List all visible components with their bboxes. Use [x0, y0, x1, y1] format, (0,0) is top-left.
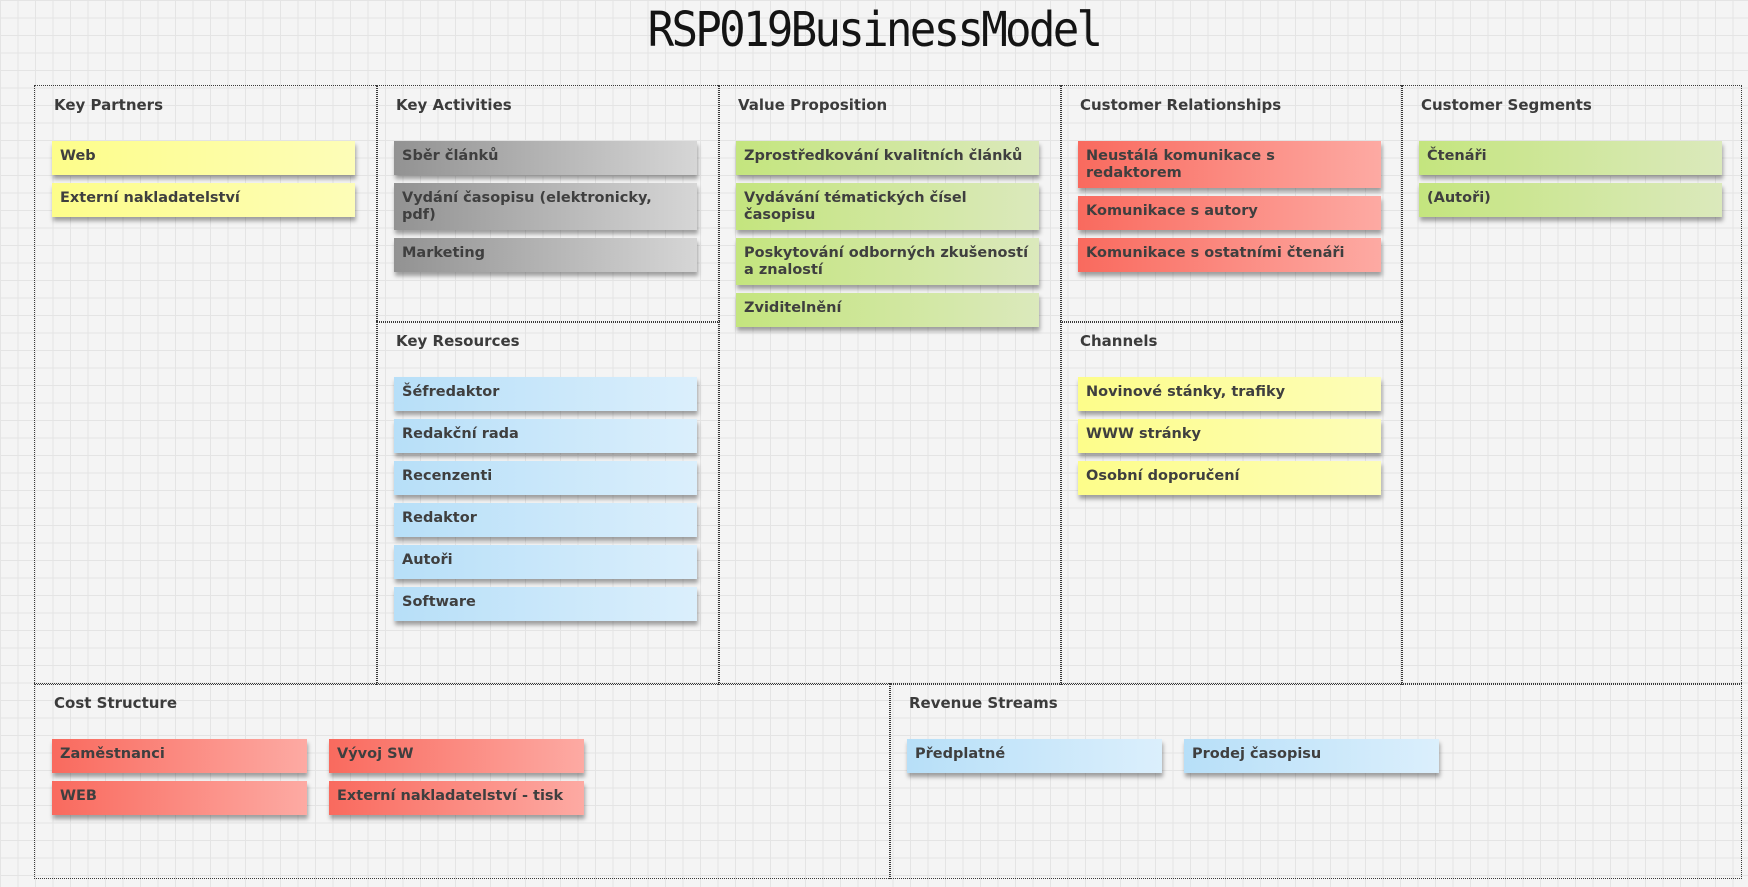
key-resource-note[interactable]: Autoři [394, 545, 697, 579]
customer-segment-note[interactable]: Čtenáři [1419, 141, 1722, 175]
revenue-streams-title: Revenue Streams [909, 694, 1058, 712]
channel-note[interactable]: Osobní doporučení [1078, 461, 1381, 495]
customer-relationship-note[interactable]: Komunikace s autory [1078, 196, 1381, 230]
cost-note[interactable]: Externí nakladatelství - tisk [329, 781, 584, 815]
cost-note[interactable]: Zaměstnanci [52, 739, 307, 773]
key-activity-note[interactable]: Marketing [394, 238, 697, 272]
key-activity-note[interactable]: Sběr článků [394, 141, 697, 175]
cost-note[interactable]: WEB [52, 781, 307, 815]
channels-title: Channels [1080, 332, 1158, 350]
cost-structure-section: Cost Structure Zaměstnanci Vývoj SW WEB … [34, 683, 891, 879]
revenue-streams-section: Revenue Streams Předplatné Prodej časopi… [889, 683, 1742, 879]
value-proposition-note[interactable]: Zprostředkování kvalitních článků [736, 141, 1039, 175]
canvas-title: RSP019BusinessModel [647, 2, 1103, 58]
customer-segments-title: Customer Segments [1421, 96, 1592, 114]
value-proposition-note[interactable]: Poskytování odborných zkušeností a znalo… [736, 238, 1039, 285]
customer-relationships-section: Customer Relationships Neustálá komunika… [1060, 85, 1403, 323]
key-resource-note[interactable]: Šéfredaktor [394, 377, 697, 411]
key-resource-note[interactable]: Recenzenti [394, 461, 697, 495]
cost-structure-title: Cost Structure [54, 694, 177, 712]
key-partners-section: Key Partners Web Externí nakladatelství [34, 85, 378, 685]
key-partner-note[interactable]: Externí nakladatelství [52, 183, 355, 217]
revenue-note[interactable]: Předplatné [907, 739, 1162, 773]
key-resource-note[interactable]: Redakční rada [394, 419, 697, 453]
value-proposition-note[interactable]: Zviditelnění [736, 293, 1039, 327]
key-resources-section: Key Resources Šéfredaktor Redakční rada … [376, 321, 720, 685]
key-resource-note[interactable]: Software [394, 587, 697, 621]
revenue-note[interactable]: Prodej časopisu [1184, 739, 1439, 773]
cost-note[interactable]: Vývoj SW [329, 739, 584, 773]
key-partner-note[interactable]: Web [52, 141, 355, 175]
channel-note[interactable]: Novinové stánky, trafiky [1078, 377, 1381, 411]
key-resource-note[interactable]: Redaktor [394, 503, 697, 537]
key-activities-title: Key Activities [396, 96, 512, 114]
value-proposition-title: Value Proposition [738, 96, 888, 114]
customer-segments-section: Customer Segments Čtenáři (Autoři) [1401, 85, 1742, 685]
channel-note[interactable]: WWW stránky [1078, 419, 1381, 453]
customer-relationships-title: Customer Relationships [1080, 96, 1282, 114]
key-partners-title: Key Partners [54, 96, 163, 114]
key-activity-note[interactable]: Vydání časopisu (elektronicky, pdf) [394, 183, 697, 230]
customer-relationship-note[interactable]: Komunikace s ostatními čtenáři [1078, 238, 1381, 272]
key-resources-title: Key Resources [396, 332, 520, 350]
channels-section: Channels Novinové stánky, trafiky WWW st… [1060, 321, 1403, 685]
customer-relationship-note[interactable]: Neustálá komunikace s redaktorem [1078, 141, 1381, 188]
value-proposition-section: Value Proposition Zprostředkování kvalit… [718, 85, 1062, 685]
value-proposition-note[interactable]: Vydávání tématických čísel časopisu [736, 183, 1039, 230]
key-activities-section: Key Activities Sběr článků Vydání časopi… [376, 85, 720, 323]
customer-segment-note[interactable]: (Autoři) [1419, 183, 1722, 217]
